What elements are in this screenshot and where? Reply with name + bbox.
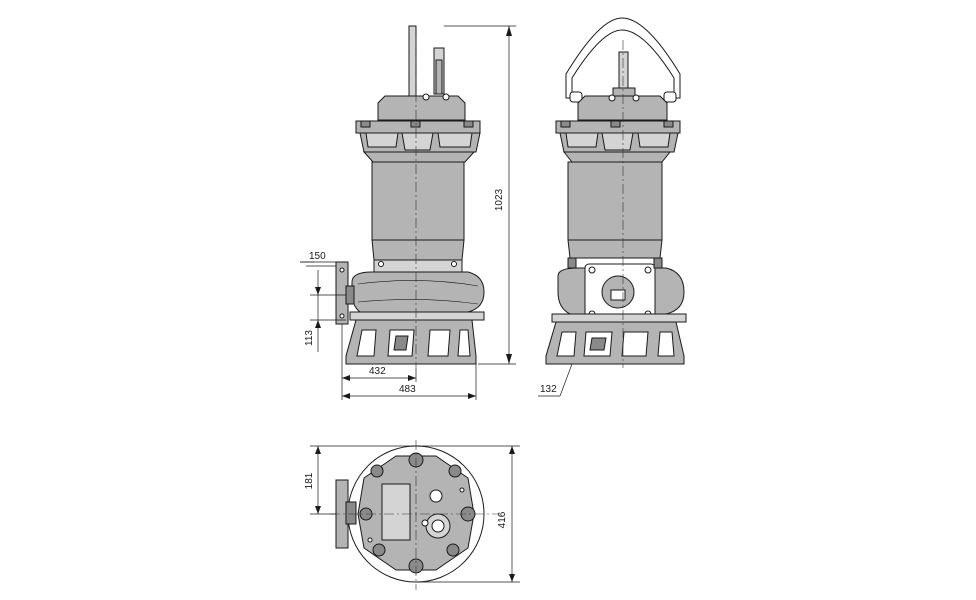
dim-width-483: 483 bbox=[399, 384, 416, 395]
front-view bbox=[335, 25, 485, 368]
volute bbox=[351, 271, 485, 313]
dim-discharge-height: 113 bbox=[304, 330, 315, 346]
lifting-rod bbox=[408, 25, 417, 97]
cable-entry bbox=[618, 51, 629, 93]
dim-top-offset: 181 bbox=[304, 472, 315, 489]
dim-discharge-flange: 150 bbox=[309, 251, 326, 262]
motor-housing bbox=[371, 161, 465, 241]
motor-housing bbox=[567, 161, 663, 241]
top-cap bbox=[377, 95, 466, 121]
dim-top-depth: 416 bbox=[497, 511, 508, 528]
side-dimensions: 132 bbox=[538, 363, 573, 397]
front-dimensions: 1023 150 113 432 483 bbox=[300, 25, 516, 400]
dim-width-432: 432 bbox=[369, 366, 386, 377]
dim-overall-height: 1023 bbox=[494, 188, 505, 211]
dim-stand-height: 132 bbox=[540, 384, 557, 395]
side-view bbox=[545, 17, 687, 368]
top-dimensions: 181 416 bbox=[304, 445, 520, 583]
lifting-handle bbox=[565, 17, 681, 99]
top-view bbox=[330, 440, 500, 590]
pump-stand bbox=[545, 321, 685, 365]
